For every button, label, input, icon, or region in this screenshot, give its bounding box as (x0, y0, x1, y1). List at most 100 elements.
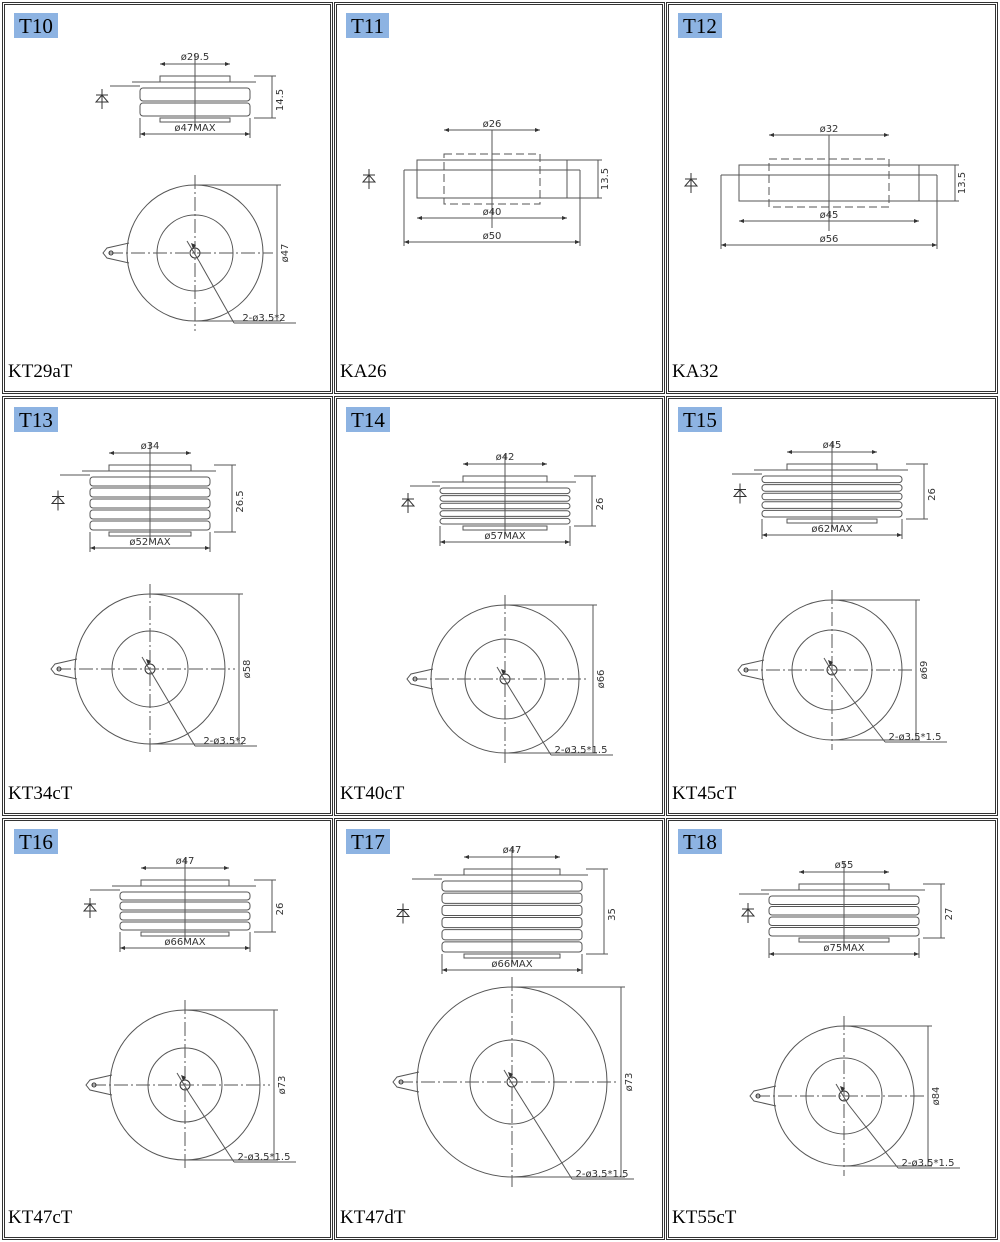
model-label: KT47cT (8, 1207, 73, 1228)
dim-height: 26 (927, 488, 938, 501)
dim-body-diameter: ø66MAX (491, 959, 532, 970)
dim-arrow (787, 450, 792, 454)
dim-body-diameter: ø52MAX (129, 537, 170, 548)
dim-arrow (577, 968, 582, 972)
gate-tab (749, 1085, 777, 1107)
gate-tab (85, 1074, 113, 1096)
model-label: KT47dT (340, 1207, 406, 1228)
dim-outer-diameter: ø73 (624, 1073, 635, 1092)
hole-note: 2-ø3.5*2 (242, 313, 285, 324)
gate-tab (406, 668, 434, 690)
model-label: KT29aT (8, 361, 73, 382)
leader-line (198, 260, 235, 324)
dim-body-diameter: ø45 (820, 210, 839, 221)
dim-top-diameter: ø47 (503, 845, 522, 856)
dim-body-diameter: ø62MAX (811, 524, 852, 535)
diode-symbol-icon (400, 493, 416, 513)
panel-tag: T16 (14, 829, 58, 854)
dim-arrow (799, 870, 804, 874)
dim-arrow (225, 62, 230, 66)
dim-outer-diameter: ø66 (596, 670, 607, 689)
leader-line (847, 1103, 899, 1169)
diode-symbol-icon (361, 169, 377, 189)
dim-arrow (186, 451, 191, 455)
leader-line (515, 1089, 573, 1180)
leader-arrowhead (508, 1072, 513, 1078)
dim-arrow (109, 451, 114, 455)
dim-arrow (417, 216, 422, 220)
dim-flange-diameter: ø50 (483, 231, 502, 242)
dim-arrow (440, 540, 445, 544)
dim-outer-diameter: ø73 (277, 1076, 288, 1095)
dim-arrow (542, 462, 547, 466)
dim-arrow (575, 240, 580, 244)
leader-arrowhead (840, 1086, 845, 1092)
dim-body-diameter: ø66MAX (164, 937, 205, 948)
gate-tab-hole (398, 1079, 404, 1085)
dim-arrow (160, 62, 165, 66)
model-label: KT55cT (672, 1207, 737, 1228)
panel-tag: T12 (678, 13, 722, 38)
leader-line (835, 677, 886, 743)
dim-arrow (245, 946, 250, 950)
dim-height: 26.5 (235, 490, 246, 512)
leader-arrow (176, 1072, 190, 1094)
model-label: KA32 (672, 361, 719, 382)
dim-arrow (914, 219, 919, 223)
hole-note: 2-ø3.5*1.5 (902, 1158, 955, 1169)
dim-arrow (769, 952, 774, 956)
dim-body-diameter: ø57MAX (484, 531, 525, 542)
dim-arrow (141, 866, 146, 870)
leader-line (153, 676, 196, 747)
dim-arrow (565, 540, 570, 544)
dim-arrow (884, 870, 889, 874)
dim-outer-diameter: ø58 (242, 660, 253, 679)
hole-note: 2-ø3.5*1.5 (238, 1152, 291, 1163)
leader-arrowhead (828, 660, 833, 666)
dim-height: 35 (607, 908, 618, 921)
dim-outer-diameter: ø84 (931, 1087, 942, 1106)
diode-symbol-icon (732, 483, 748, 504)
dim-arrow (555, 855, 560, 859)
leader-line (508, 686, 552, 756)
dim-top-diameter: ø29.5 (181, 52, 209, 63)
panel-tag: T13 (14, 407, 58, 432)
dim-arrow (562, 216, 567, 220)
dim-height: 14.5 (275, 89, 286, 111)
dim-flange-diameter: ø56 (820, 234, 839, 245)
dim-arrow (442, 968, 447, 972)
dim-height: 26 (275, 903, 286, 916)
panel-tag: T14 (346, 407, 390, 432)
panel-drawing: ø26 13.5 ø40 ø50 (361, 119, 611, 246)
leader-arrowhead (191, 243, 196, 249)
gate-tab (737, 659, 765, 681)
dim-height: 13.5 (600, 168, 611, 190)
gate-tab-hole (743, 667, 749, 673)
dim-height: 26 (595, 498, 606, 511)
diode-symbol-icon (94, 89, 110, 109)
dim-arrow (535, 128, 540, 132)
dim-body-diameter: ø40 (483, 207, 502, 218)
dim-arrow (739, 219, 744, 223)
leader-arrow (496, 666, 510, 688)
leader-line (188, 1092, 235, 1163)
dim-arrow (140, 132, 145, 136)
dim-top-diameter: ø26 (483, 119, 502, 130)
panel-tag: T10 (14, 13, 58, 38)
dim-arrow (884, 133, 889, 137)
diode-symbol-icon (740, 903, 756, 923)
model-label: KT45cT (672, 783, 737, 804)
leader-arrowhead (501, 669, 506, 675)
dim-height: 13.5 (957, 172, 968, 194)
leader-arrowhead (181, 1075, 186, 1081)
model-label: KT34cT (8, 783, 73, 804)
